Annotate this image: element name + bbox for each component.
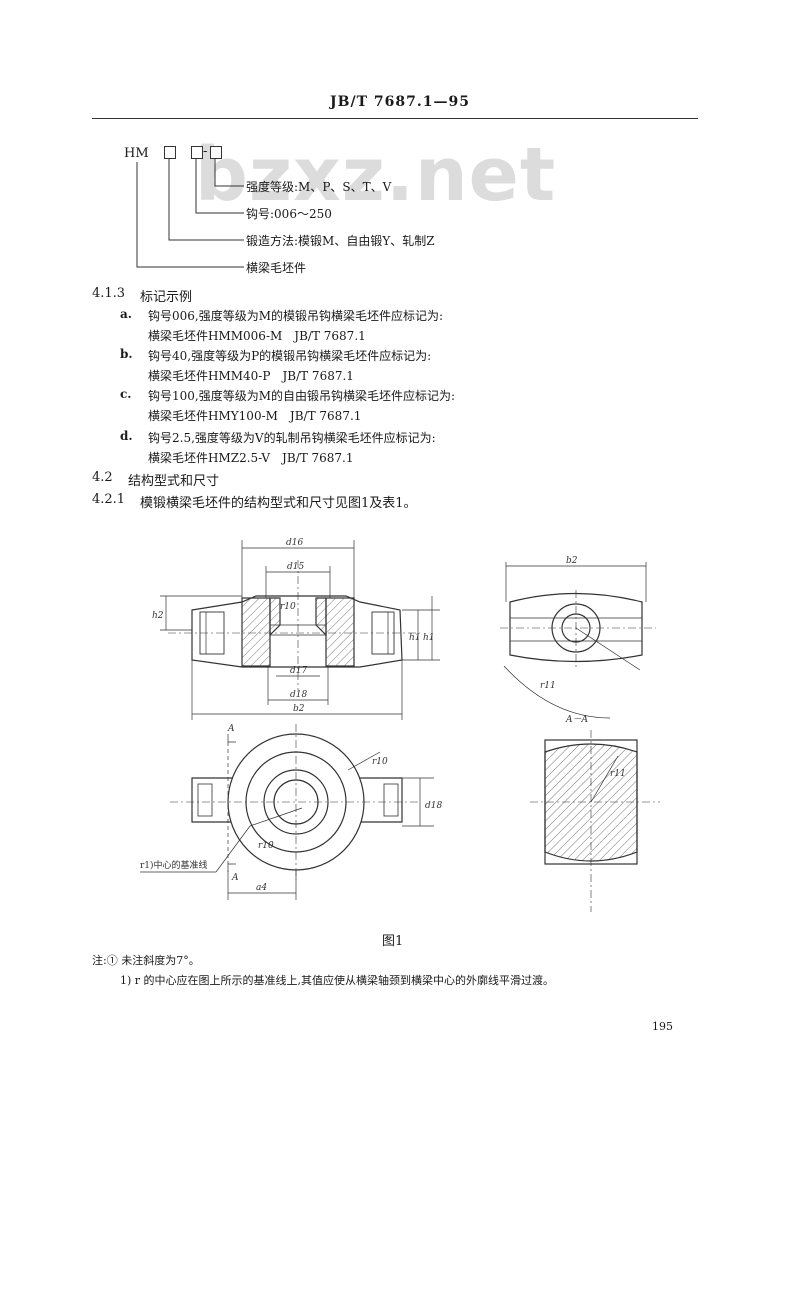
- label-h2: h2: [152, 611, 164, 621]
- label-r11-section: r11: [610, 769, 626, 779]
- label-d18-plan: d18: [425, 801, 442, 811]
- figure-1-drawing: d16 d15 r10 d17 d18 b2 h2 h1 h1 b2 r11: [140, 538, 660, 912]
- code-label-grade: 强度等级:M、P、S、T、V: [246, 180, 392, 194]
- watermark: bzxz.net: [195, 132, 557, 218]
- example-text: 钩号40,强度等级为P的模锻吊钩横梁毛坯件应标记为:: [148, 349, 432, 363]
- example-mark: 横梁毛坯件HMY100-M JB/T 7687.1: [148, 409, 362, 423]
- section-4-2-title: 结构型式和尺寸: [128, 474, 220, 489]
- example-mark: 横梁毛坯件HMM40-P JB/T 7687.1: [148, 369, 354, 383]
- label-r10-plan: r10: [372, 757, 388, 767]
- section-4-2-number: 4.2: [92, 470, 113, 485]
- page-number: 195: [652, 1020, 673, 1033]
- section-title-aa: A－A: [565, 715, 588, 725]
- label-r10-front: r10: [280, 602, 296, 612]
- label-d18-front: d18: [290, 690, 307, 700]
- header-rule: [92, 118, 698, 119]
- label-d16: d16: [286, 538, 303, 548]
- example-text: 钩号2.5,强度等级为V的轧制吊钩横梁毛坯件应标记为:: [148, 431, 436, 445]
- example-mark: 横梁毛坯件HMZ2.5-V JB/T 7687.1: [148, 451, 354, 465]
- label-r10-leader: r10: [258, 841, 274, 851]
- code-dash: -: [203, 144, 208, 159]
- section-4-1-3-number: 4.1.3: [92, 286, 126, 301]
- code-leader-lines: [136, 159, 244, 268]
- code-box-forging: [164, 146, 176, 159]
- section-4-2-1-number: 4.2.1: [92, 492, 126, 507]
- label-baseline: r1)中心的基准线: [140, 859, 208, 871]
- label-b2-side: b2: [566, 556, 578, 566]
- note-2: 1) r 的中心应在图上所示的基准线上,其值应使从横梁轴颈到横梁中心的外廓线平滑…: [120, 974, 555, 987]
- example-text: 钩号100,强度等级为M的自由锻吊钩横梁毛坯件应标记为:: [148, 389, 456, 403]
- label-d17: d17: [290, 666, 307, 676]
- example-letter: a.: [120, 307, 132, 321]
- note-1: 注:① 未注斜度为7°。: [92, 954, 200, 967]
- label-h1: h1: [423, 633, 435, 643]
- code-label-part: 横梁毛坯件: [246, 261, 307, 275]
- label-h-inner: h1: [409, 633, 421, 643]
- section-4-2-1-text: 模锻横梁毛坯件的结构型式和尺寸见图1及表1。: [140, 496, 417, 511]
- example-text: 钩号006,强度等级为M的模锻吊钩横梁毛坯件应标记为:: [148, 309, 444, 323]
- code-box-hook: [191, 146, 203, 159]
- example-letter: c.: [120, 387, 132, 401]
- example-letter: d.: [120, 429, 133, 443]
- front-dimension-lines: [160, 540, 440, 720]
- example-mark: 横梁毛坯件HMM006-M JB/T 7687.1: [148, 329, 366, 343]
- label-b2-front: b2: [293, 704, 305, 714]
- standard-header: JB/T 7687.1—95: [330, 94, 470, 110]
- section-mark-bottom: A: [231, 873, 239, 883]
- section-mark-top: A: [227, 724, 235, 734]
- front-view: [191, 595, 403, 668]
- label-r11-side: r11: [540, 681, 556, 691]
- code-label-hook: 钩号:006～250: [246, 207, 332, 221]
- section-4-1-3-title: 标记示例: [140, 290, 193, 305]
- label-d15: d15: [287, 562, 304, 572]
- label-a4: a4: [256, 883, 267, 893]
- code-prefix: HM: [124, 146, 149, 161]
- example-letter: b.: [120, 347, 133, 361]
- code-label-forging: 锻造方法:模锻M、自由锻Y、轧制Z: [246, 234, 435, 248]
- figure-caption: 图1: [382, 934, 404, 949]
- code-box-grade: [210, 146, 222, 159]
